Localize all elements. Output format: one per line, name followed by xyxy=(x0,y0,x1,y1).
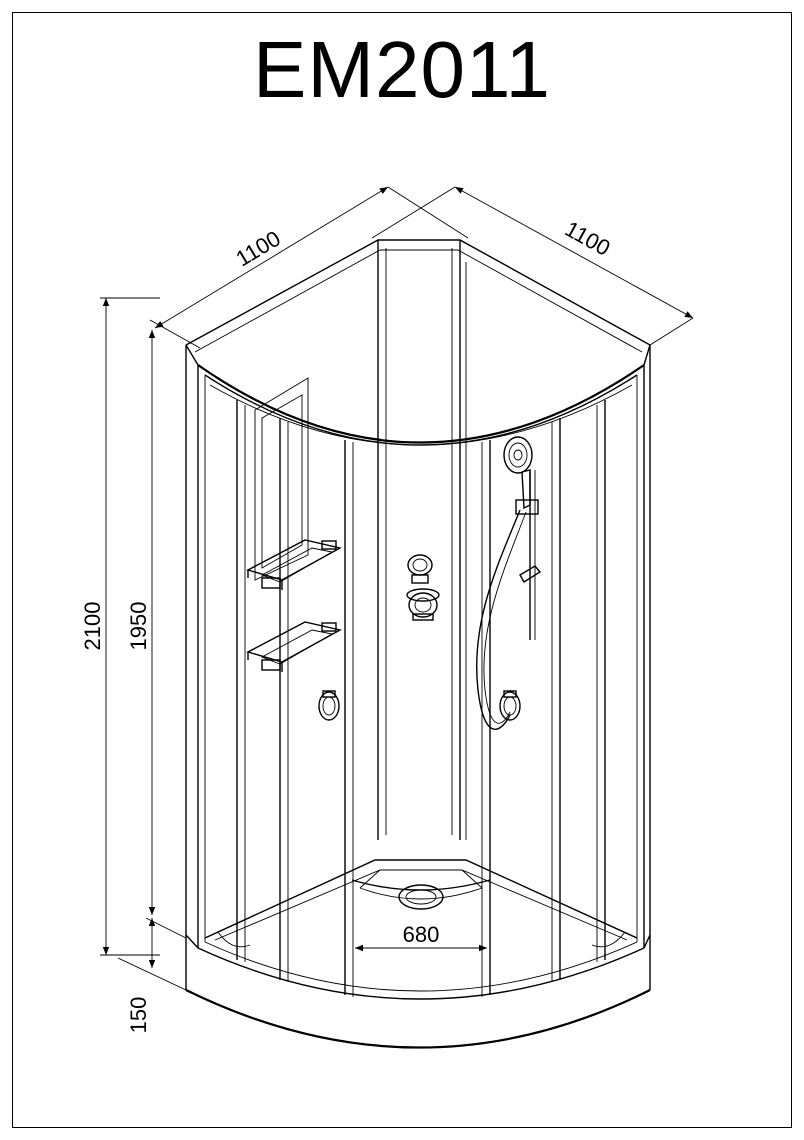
shower-rail xyxy=(515,470,542,640)
dim-label-height-tray: 150 xyxy=(126,997,151,1034)
back-corner-panel xyxy=(254,240,467,840)
corner-shelf-upper xyxy=(246,539,342,590)
model-title: EM2011 xyxy=(252,25,552,114)
cabin-top-frame xyxy=(185,239,651,446)
left-frame-posts xyxy=(185,345,354,997)
right-frame-posts xyxy=(481,345,651,997)
dimension-height-tray: 150 xyxy=(117,917,187,1034)
corner-shelf-lower xyxy=(246,621,342,672)
drain-icon xyxy=(398,884,444,910)
shower-hose xyxy=(476,509,527,730)
door-handle-left-icon xyxy=(318,690,340,721)
dimension-width-left: 1100 xyxy=(149,186,469,349)
dim-label-width-left: 1100 xyxy=(231,226,284,272)
dim-label-door-opening: 680 xyxy=(403,922,440,947)
dimension-width-right: 1100 xyxy=(371,186,694,346)
dimension-height-cabin: 1950 xyxy=(126,330,156,915)
dim-label-height-cabin: 1950 xyxy=(126,602,151,651)
dimension-door-opening: 680 xyxy=(355,922,487,952)
mixer-knob-upper-icon xyxy=(407,554,433,584)
shower-head-icon xyxy=(503,436,533,510)
mixer-knob-lower-icon xyxy=(406,588,440,621)
dim-label-width-right: 1100 xyxy=(561,216,615,261)
shower-tray xyxy=(185,859,651,1049)
dim-label-height-total: 2100 xyxy=(80,602,105,651)
